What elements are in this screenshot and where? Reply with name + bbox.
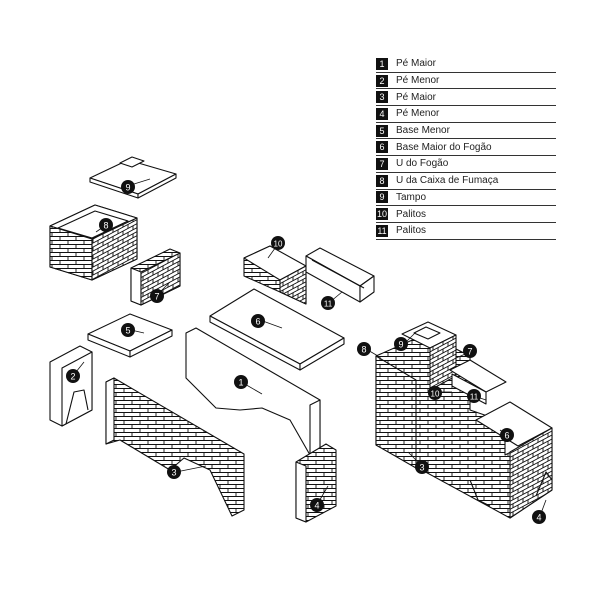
svg-text:7: 7	[467, 347, 472, 357]
legend-number: 8	[376, 174, 388, 187]
svg-text:1: 1	[238, 378, 243, 388]
callouts: 9 8 7 5 2 1 3 4 10 11 6 8 9 7 10 11 6 3 …	[66, 180, 546, 524]
legend-label: Pé Menor	[396, 108, 440, 120]
callout-2: 2	[66, 369, 80, 383]
assembled-stove	[375, 321, 553, 519]
legend-row: 11 Palitos	[376, 223, 556, 240]
legend-row: 10 Palitos	[376, 206, 556, 223]
legend-label: U do Fogão	[396, 158, 449, 170]
svg-text:3: 3	[419, 463, 424, 473]
callout-8: 8	[99, 218, 113, 232]
callout-4-left: 4	[310, 498, 324, 512]
svg-text:6: 6	[255, 317, 260, 327]
callout-7-right: 7	[463, 344, 477, 358]
callout-1: 1	[234, 375, 248, 389]
legend-label: Pé Menor	[396, 75, 440, 87]
legend-number: 1	[376, 57, 388, 70]
svg-text:2: 2	[70, 372, 75, 382]
legend-row: 2 Pé Menor	[376, 73, 556, 90]
legend-label: Base Maior do Fogão	[396, 141, 492, 153]
svg-text:9: 9	[398, 340, 403, 350]
svg-text:11: 11	[470, 393, 479, 402]
svg-text:11: 11	[324, 300, 333, 309]
svg-text:10: 10	[431, 390, 440, 399]
svg-text:10: 10	[274, 240, 283, 249]
svg-text:9: 9	[125, 183, 130, 193]
callout-10-right: 10	[428, 386, 442, 400]
part-palitos-slab	[305, 247, 375, 303]
legend-row: 3 Pé Maior	[376, 89, 556, 107]
part-u-fogao	[130, 248, 181, 306]
callout-5: 5	[121, 323, 135, 337]
legend-row: 4 Pé Menor	[376, 106, 556, 123]
svg-text:6: 6	[504, 431, 509, 441]
legend-label: Pé Maior	[396, 58, 437, 70]
legend-number: 9	[376, 191, 388, 204]
legend-row: 8 U da Caixa de Fumaça	[376, 173, 556, 190]
svg-text:8: 8	[361, 345, 366, 355]
legend-label: U da Caixa de Fumaça	[396, 175, 499, 187]
callout-7: 7	[150, 289, 164, 303]
legend-label: Tampo	[396, 191, 427, 203]
legend-row: 7 U do Fogão	[376, 156, 556, 173]
callout-8-right: 8	[357, 342, 371, 356]
legend-number: 4	[376, 107, 388, 120]
legend-label: Palitos	[396, 208, 427, 220]
legend-number: 10	[376, 208, 388, 221]
part-pe-menor-brick	[295, 443, 337, 523]
callout-11-left: 11	[321, 296, 335, 310]
part-palitos-brick	[243, 245, 307, 305]
callout-6-left: 6	[251, 314, 265, 328]
legend-label: Base Menor	[396, 125, 450, 137]
callout-11-right: 11	[467, 389, 481, 403]
svg-text:3: 3	[171, 468, 176, 478]
part-u-caixa-fumaca	[49, 204, 138, 281]
legend-number: 2	[376, 74, 388, 87]
part-pe-maior-brick	[105, 377, 245, 517]
part-pe-maior-plain	[185, 327, 321, 456]
callout-9-right: 9	[394, 337, 408, 351]
legend-number: 5	[376, 124, 388, 137]
legend-row: 9 Tampo	[376, 190, 556, 207]
legend-number: 3	[376, 91, 388, 104]
legend-row: 1 Pé Maior	[376, 56, 556, 73]
callout-10-left: 10	[271, 236, 285, 250]
callout-6-right: 6	[500, 428, 514, 442]
svg-text:4: 4	[536, 513, 541, 523]
legend-number: 7	[376, 157, 388, 170]
legend-row: 5 Base Menor	[376, 123, 556, 140]
callout-3-right: 3	[415, 460, 429, 474]
svg-text:8: 8	[103, 221, 108, 231]
legend-label: Pé Maior	[396, 91, 437, 103]
part-pe-menor-plain	[49, 345, 93, 427]
callout-9: 9	[121, 180, 135, 194]
svg-text:4: 4	[314, 501, 319, 511]
legend-row: 6 Base Maior do Fogão	[376, 139, 556, 157]
legend-label: Palitos	[396, 225, 427, 237]
svg-text:7: 7	[154, 292, 159, 302]
svg-text:5: 5	[125, 326, 130, 336]
callout-4-right: 4	[532, 510, 546, 524]
legend-number: 6	[376, 141, 388, 154]
callout-3-left: 3	[167, 465, 181, 479]
legend-number: 11	[376, 224, 388, 237]
